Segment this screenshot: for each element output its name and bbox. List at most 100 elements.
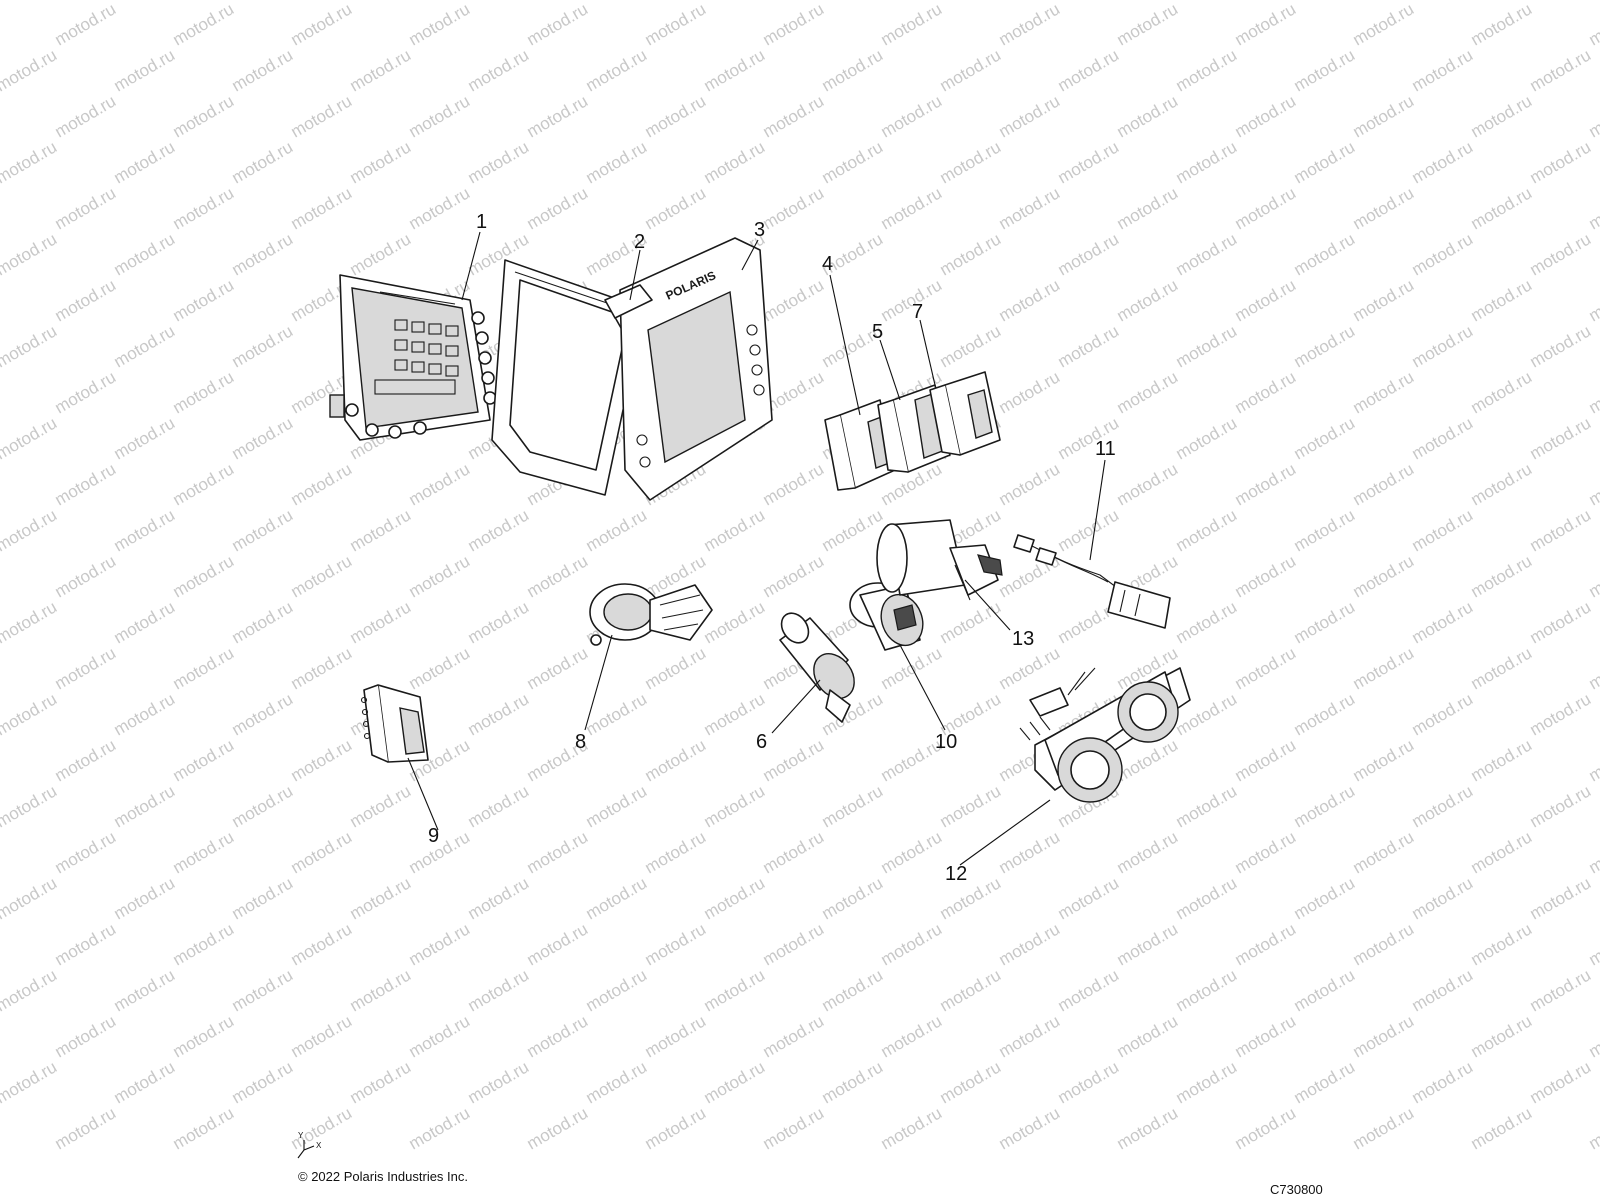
watermark-text: motod.ru (170, 919, 238, 969)
watermark-text: motod.ru (819, 781, 887, 831)
watermark-text: motod.ru (1232, 91, 1300, 141)
watermark-text: motod.ru (111, 1057, 179, 1107)
watermark-text: motod.ru (52, 919, 120, 969)
watermark-text: motod.ru (1173, 413, 1241, 463)
watermark-text: motod.ru (878, 919, 946, 969)
watermark-text: motod.ru (524, 0, 592, 49)
watermark-text: motod.ru (111, 597, 179, 647)
watermark-text: motod.ru (1468, 1011, 1536, 1061)
watermark-text: motod.ru (1350, 91, 1418, 141)
watermark-text: motod.ru (1409, 1057, 1477, 1107)
watermark-text: motod.ru (1586, 0, 1600, 49)
watermark-text: motod.ru (1468, 551, 1536, 601)
watermark-text: motod.ru (0, 137, 60, 187)
watermark-text: motod.ru (0, 91, 1, 141)
watermark-text: motod.ru (229, 229, 297, 279)
watermark-text: motod.ru (465, 873, 533, 923)
callout-3: 3 (754, 219, 765, 241)
watermark-text: motod.ru (1468, 919, 1536, 969)
watermark-text: motod.ru (111, 321, 179, 371)
watermark-text: motod.ru (583, 45, 651, 95)
watermark-text: motod.ru (347, 505, 415, 555)
watermark-text: motod.ru (1114, 827, 1182, 877)
callout-13: 13 (1012, 628, 1034, 650)
watermark-text: motod.ru (229, 413, 297, 463)
watermark-text: motod.ru (1527, 689, 1595, 739)
watermark-text: motod.ru (701, 0, 769, 3)
watermark-text: motod.ru (1291, 137, 1359, 187)
watermark-text: motod.ru (937, 45, 1005, 95)
watermark-text: motod.ru (229, 873, 297, 923)
watermark-text: motod.ru (760, 91, 828, 141)
watermark-text: motod.ru (1527, 873, 1595, 923)
watermark-text: motod.ru (288, 459, 356, 509)
part-8-ignition-switch (589, 583, 713, 646)
watermark-text: motod.ru (1527, 597, 1595, 647)
watermark-text: motod.ru (1468, 827, 1536, 877)
watermark-text: motod.ru (760, 551, 828, 601)
watermark-text: motod.ru (701, 505, 769, 555)
part-1-cluster-housing (329, 274, 497, 441)
watermark-text: motod.ru (878, 827, 946, 877)
watermark-text: motod.ru (1586, 183, 1600, 233)
watermark-text: motod.ru (1055, 321, 1123, 371)
watermark-text: motod.ru (52, 827, 120, 877)
watermark-text: motod.ru (642, 643, 710, 693)
watermark-text: motod.ru (0, 643, 1, 693)
watermark-text: motod.ru (583, 1057, 651, 1107)
watermark-text: motod.ru (1055, 873, 1123, 923)
watermark-text: motod.ru (406, 91, 474, 141)
watermark-text: motod.ru (1527, 965, 1595, 1015)
watermark-text: motod.ru (1468, 275, 1536, 325)
watermark-text: motod.ru (465, 597, 533, 647)
watermark-text: motod.ru (583, 505, 651, 555)
watermark-text: motod.ru (0, 0, 60, 3)
watermark-text: motod.ru (1114, 0, 1182, 49)
watermark-text: motod.ru (937, 137, 1005, 187)
watermark-text: motod.ru (288, 827, 356, 877)
watermark-text: motod.ru (0, 0, 1, 49)
watermark-text: motod.ru (52, 367, 120, 417)
callout-2: 2 (634, 231, 645, 253)
watermark-text: motod.ru (1232, 551, 1300, 601)
watermark-text: motod.ru (52, 735, 120, 785)
watermark-text: motod.ru (1586, 91, 1600, 141)
watermark-text: motod.ru (524, 1011, 592, 1061)
callout-12: 12 (945, 863, 967, 885)
watermark-text: motod.ru (0, 367, 1, 417)
watermark-text: motod.ru (1527, 1057, 1595, 1107)
watermark-text: motod.ru (760, 459, 828, 509)
watermark-text: motod.ru (0, 275, 1, 325)
callout-6: 6 (756, 731, 767, 753)
watermark-text: motod.ru (937, 321, 1005, 371)
watermark-text: motod.ru (1291, 597, 1359, 647)
watermark-text: motod.ru (642, 91, 710, 141)
watermark-text: motod.ru (701, 597, 769, 647)
watermark-text: motod.ru (111, 229, 179, 279)
watermark-text: motod.ru (0, 1011, 1, 1061)
part-7-rocker-switch (929, 371, 1001, 456)
watermark-text: motod.ru (996, 1103, 1064, 1153)
watermark-text: motod.ru (937, 965, 1005, 1015)
watermark-text: motod.ru (1468, 91, 1536, 141)
watermark-text: motod.ru (1232, 367, 1300, 417)
callout-11: 11 (1095, 438, 1116, 460)
callout-10: 10 (935, 731, 957, 753)
watermark-text: motod.ru (1527, 781, 1595, 831)
watermark-text: motod.ru (0, 1103, 1, 1153)
figure-code: C730800 (1270, 1182, 1323, 1197)
callout-9: 9 (428, 825, 439, 847)
watermark-text: motod.ru (0, 413, 60, 463)
watermark-text: motod.ru (996, 183, 1064, 233)
watermark-text: motod.ru (996, 367, 1064, 417)
watermark-text: motod.ru (229, 321, 297, 371)
watermark-text: motod.ru (111, 781, 179, 831)
watermark-text: motod.ru (937, 781, 1005, 831)
watermark-text: motod.ru (1586, 367, 1600, 417)
watermark-text: motod.ru (1586, 919, 1600, 969)
watermark-text: motod.ru (878, 183, 946, 233)
watermark-text: motod.ru (1291, 413, 1359, 463)
watermark-text: motod.ru (1527, 413, 1595, 463)
watermark-text: motod.ru (288, 735, 356, 785)
watermark-text: motod.ru (1586, 735, 1600, 785)
